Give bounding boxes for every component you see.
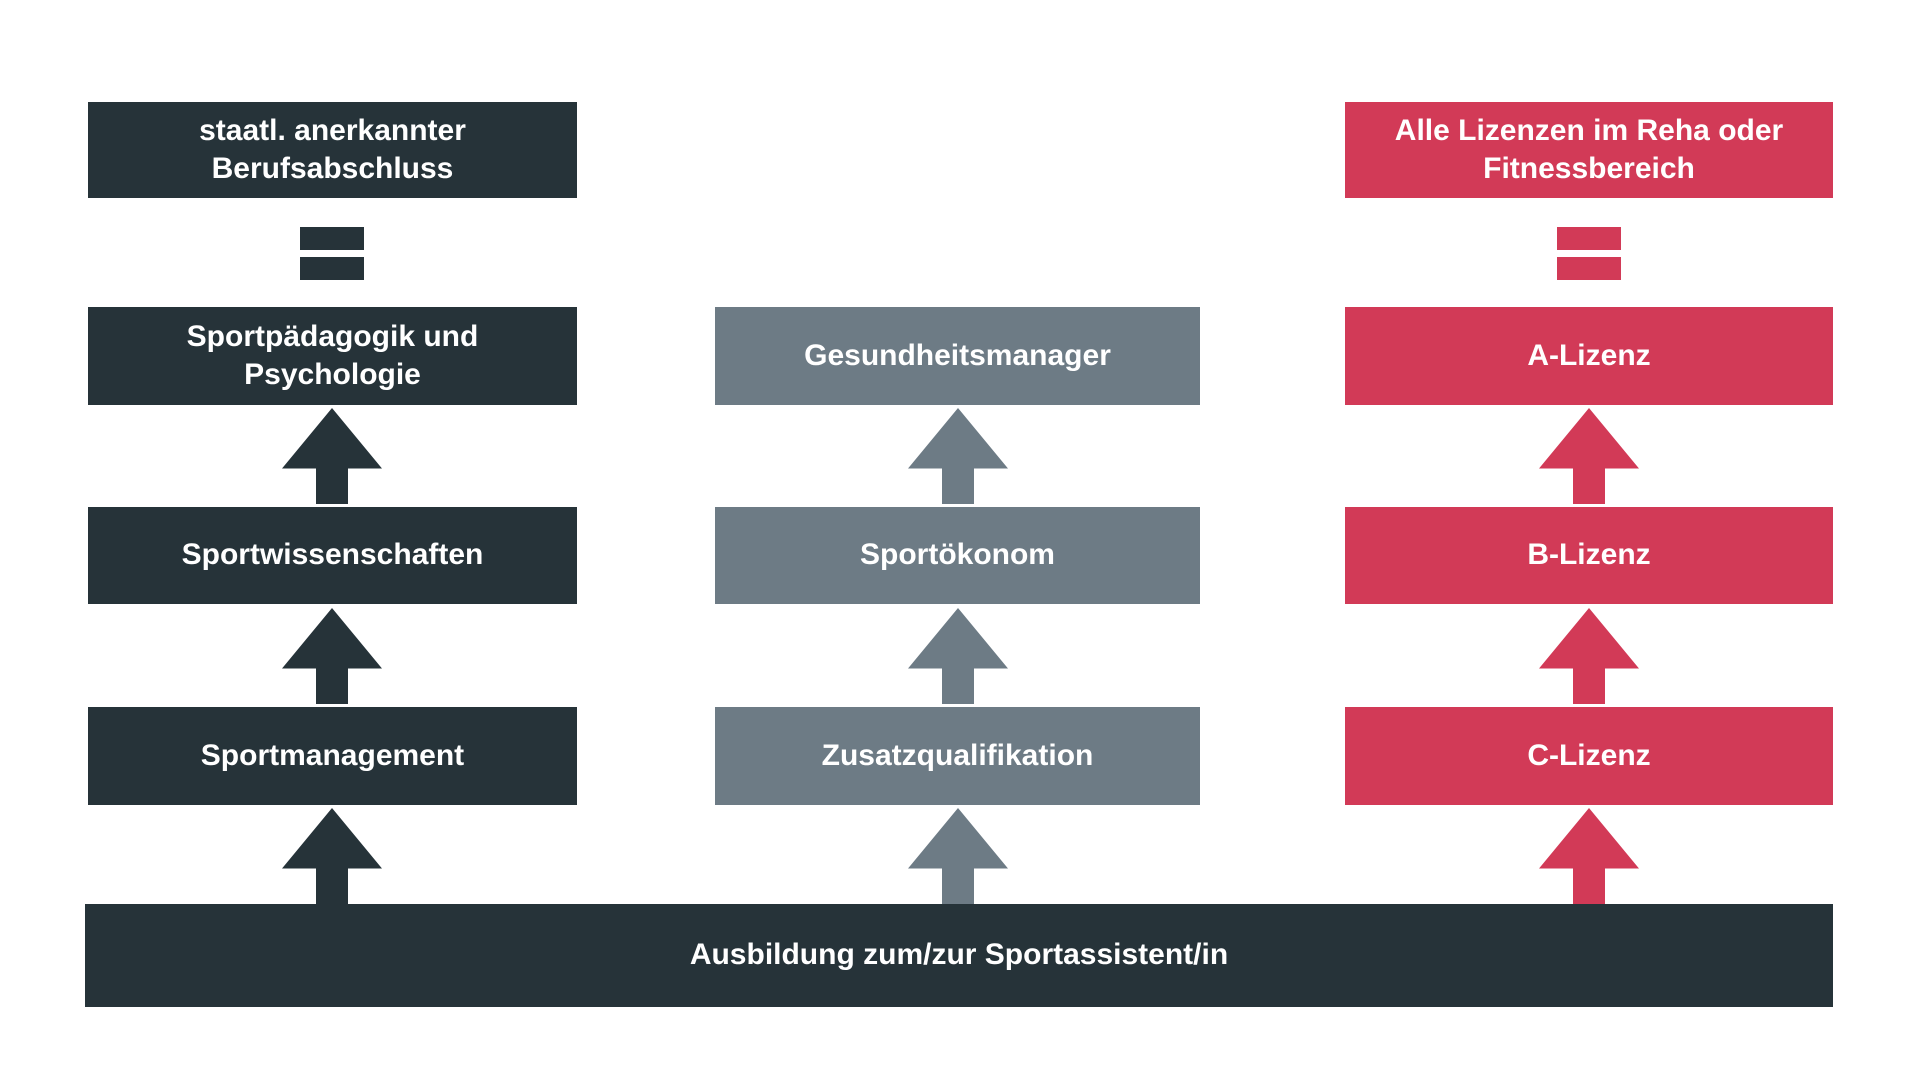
up-arrow-icon xyxy=(282,608,382,704)
box-zusatzqualifikation-label: Zusatzqualifikation xyxy=(821,738,1094,772)
box-sportmanagement-label: Sportmanagement xyxy=(200,738,465,772)
box-alle-lizenzen: Alle Lizenzen im Reha oder Fitnessbereic… xyxy=(1345,102,1833,198)
up-arrow-icon xyxy=(908,408,1008,504)
box-b-lizenz: B-Lizenz xyxy=(1345,507,1833,604)
equals-icon xyxy=(1557,227,1621,280)
box-sportpaedagogik: Sportpädagogik und Psychologie xyxy=(88,307,577,405)
box-c-lizenz-label: C-Lizenz xyxy=(1527,738,1651,772)
box-sportoekonom: Sportökonom xyxy=(715,507,1200,604)
up-arrow-icon xyxy=(282,408,382,504)
box-alle-lizenzen-label: Alle Lizenzen im Reha oder Fitnessbereic… xyxy=(1394,113,1784,185)
up-arrow-icon xyxy=(908,808,1008,904)
base-bar-label: Ausbildung zum/zur Sportassistent/in xyxy=(689,938,1229,972)
base-bar-ausbildung: Ausbildung zum/zur Sportassistent/in xyxy=(85,904,1833,1007)
up-arrow-icon xyxy=(1539,408,1639,504)
equals-bar-top xyxy=(1557,227,1621,250)
equals-bar-bottom xyxy=(300,257,364,280)
box-a-lizenz-label: A-Lizenz xyxy=(1527,338,1651,372)
box-gesundheitsmanager: Gesundheitsmanager xyxy=(715,307,1200,405)
box-berufsabschluss: staatl. anerkannter Berufsabschluss xyxy=(88,102,577,198)
box-a-lizenz: A-Lizenz xyxy=(1345,307,1833,405)
up-arrow-icon xyxy=(1539,808,1639,904)
box-b-lizenz-label: B-Lizenz xyxy=(1527,538,1651,572)
equals-icon xyxy=(300,227,364,280)
box-berufsabschluss-label: staatl. anerkannter Berufsabschluss xyxy=(199,113,466,185)
equals-bar-top xyxy=(300,227,364,250)
box-gesundheitsmanager-label: Gesundheitsmanager xyxy=(804,338,1111,372)
box-sportpaedagogik-label: Sportpädagogik und Psychologie xyxy=(186,319,479,391)
box-sportwissenschaften: Sportwissenschaften xyxy=(88,507,577,604)
up-arrow-icon xyxy=(282,808,382,904)
box-sportwissenschaften-label: Sportwissenschaften xyxy=(181,538,484,572)
box-sportmanagement: Sportmanagement xyxy=(88,707,577,805)
up-arrow-icon xyxy=(1539,608,1639,704)
box-zusatzqualifikation: Zusatzqualifikation xyxy=(715,707,1200,805)
up-arrow-icon xyxy=(908,608,1008,704)
box-c-lizenz: C-Lizenz xyxy=(1345,707,1833,805)
box-sportoekonom-label: Sportökonom xyxy=(860,538,1055,572)
equals-bar-bottom xyxy=(1557,257,1621,280)
